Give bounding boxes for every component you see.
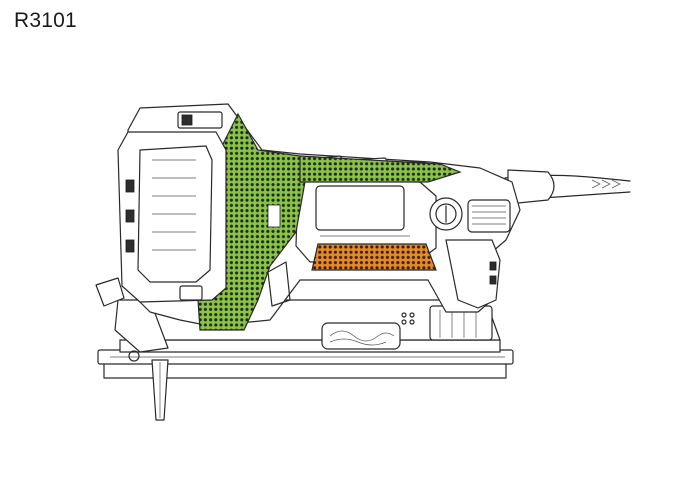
- front-handle: [117, 111, 227, 303]
- speed-dial: [429, 197, 511, 233]
- power-cord: [504, 169, 631, 205]
- model-label: R3101: [14, 9, 77, 32]
- orange-vent-area: [311, 243, 437, 271]
- rear-housing: [445, 239, 501, 309]
- base-plate: [97, 339, 514, 379]
- saw-blade: [95, 277, 169, 421]
